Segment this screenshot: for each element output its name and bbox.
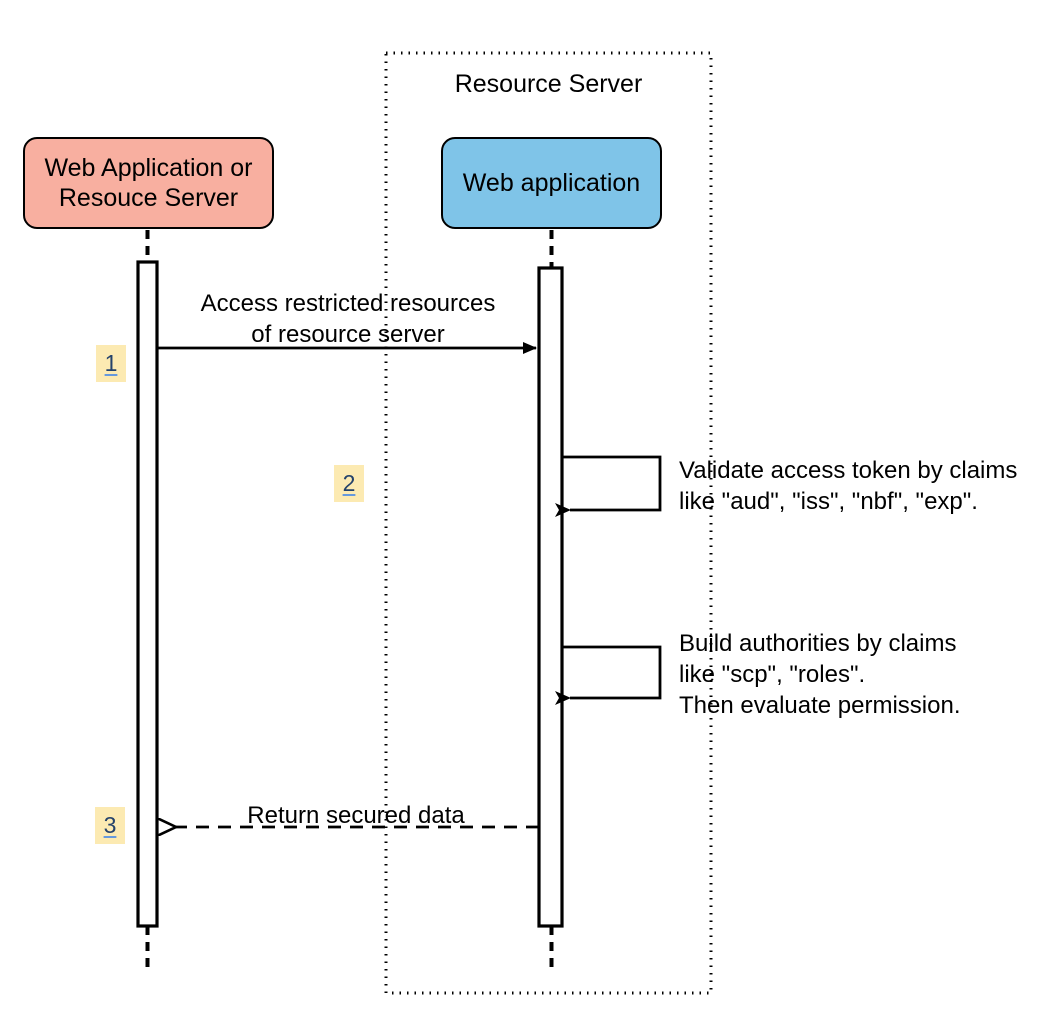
message-label-access-restricted-resources: Access restricted resources of resource … — [200, 290, 496, 349]
message-arrow-2 — [555, 455, 662, 517]
boundary-frame-title: Resource Server — [454, 70, 643, 98]
message-label-return-secured-data: Return secured data — [247, 802, 465, 829]
activation-bar-server — [537, 266, 564, 928]
message-label-validate-access-token: Validate access token by claims like "au… — [679, 457, 1018, 516]
message-label-build-authorities: Build authorities by claims like "scp", … — [679, 630, 961, 720]
step-badge-1[interactable]: 1 — [96, 345, 126, 382]
participant-client-label: Web Application or Resouce Server — [44, 153, 253, 213]
boundary-frame — [384, 51, 713, 995]
participant-server-label: Web application — [462, 168, 641, 197]
step-badge-3[interactable]: 3 — [95, 807, 125, 844]
participant-web-application[interactable]: Web application — [441, 137, 662, 229]
step-badge-2[interactable]: 2 — [334, 465, 364, 502]
activation-bar-client — [136, 260, 159, 928]
participant-web-application-or-resource-server[interactable]: Web Application or Resouce Server — [23, 137, 274, 229]
message-arrow-3 — [555, 645, 662, 705]
